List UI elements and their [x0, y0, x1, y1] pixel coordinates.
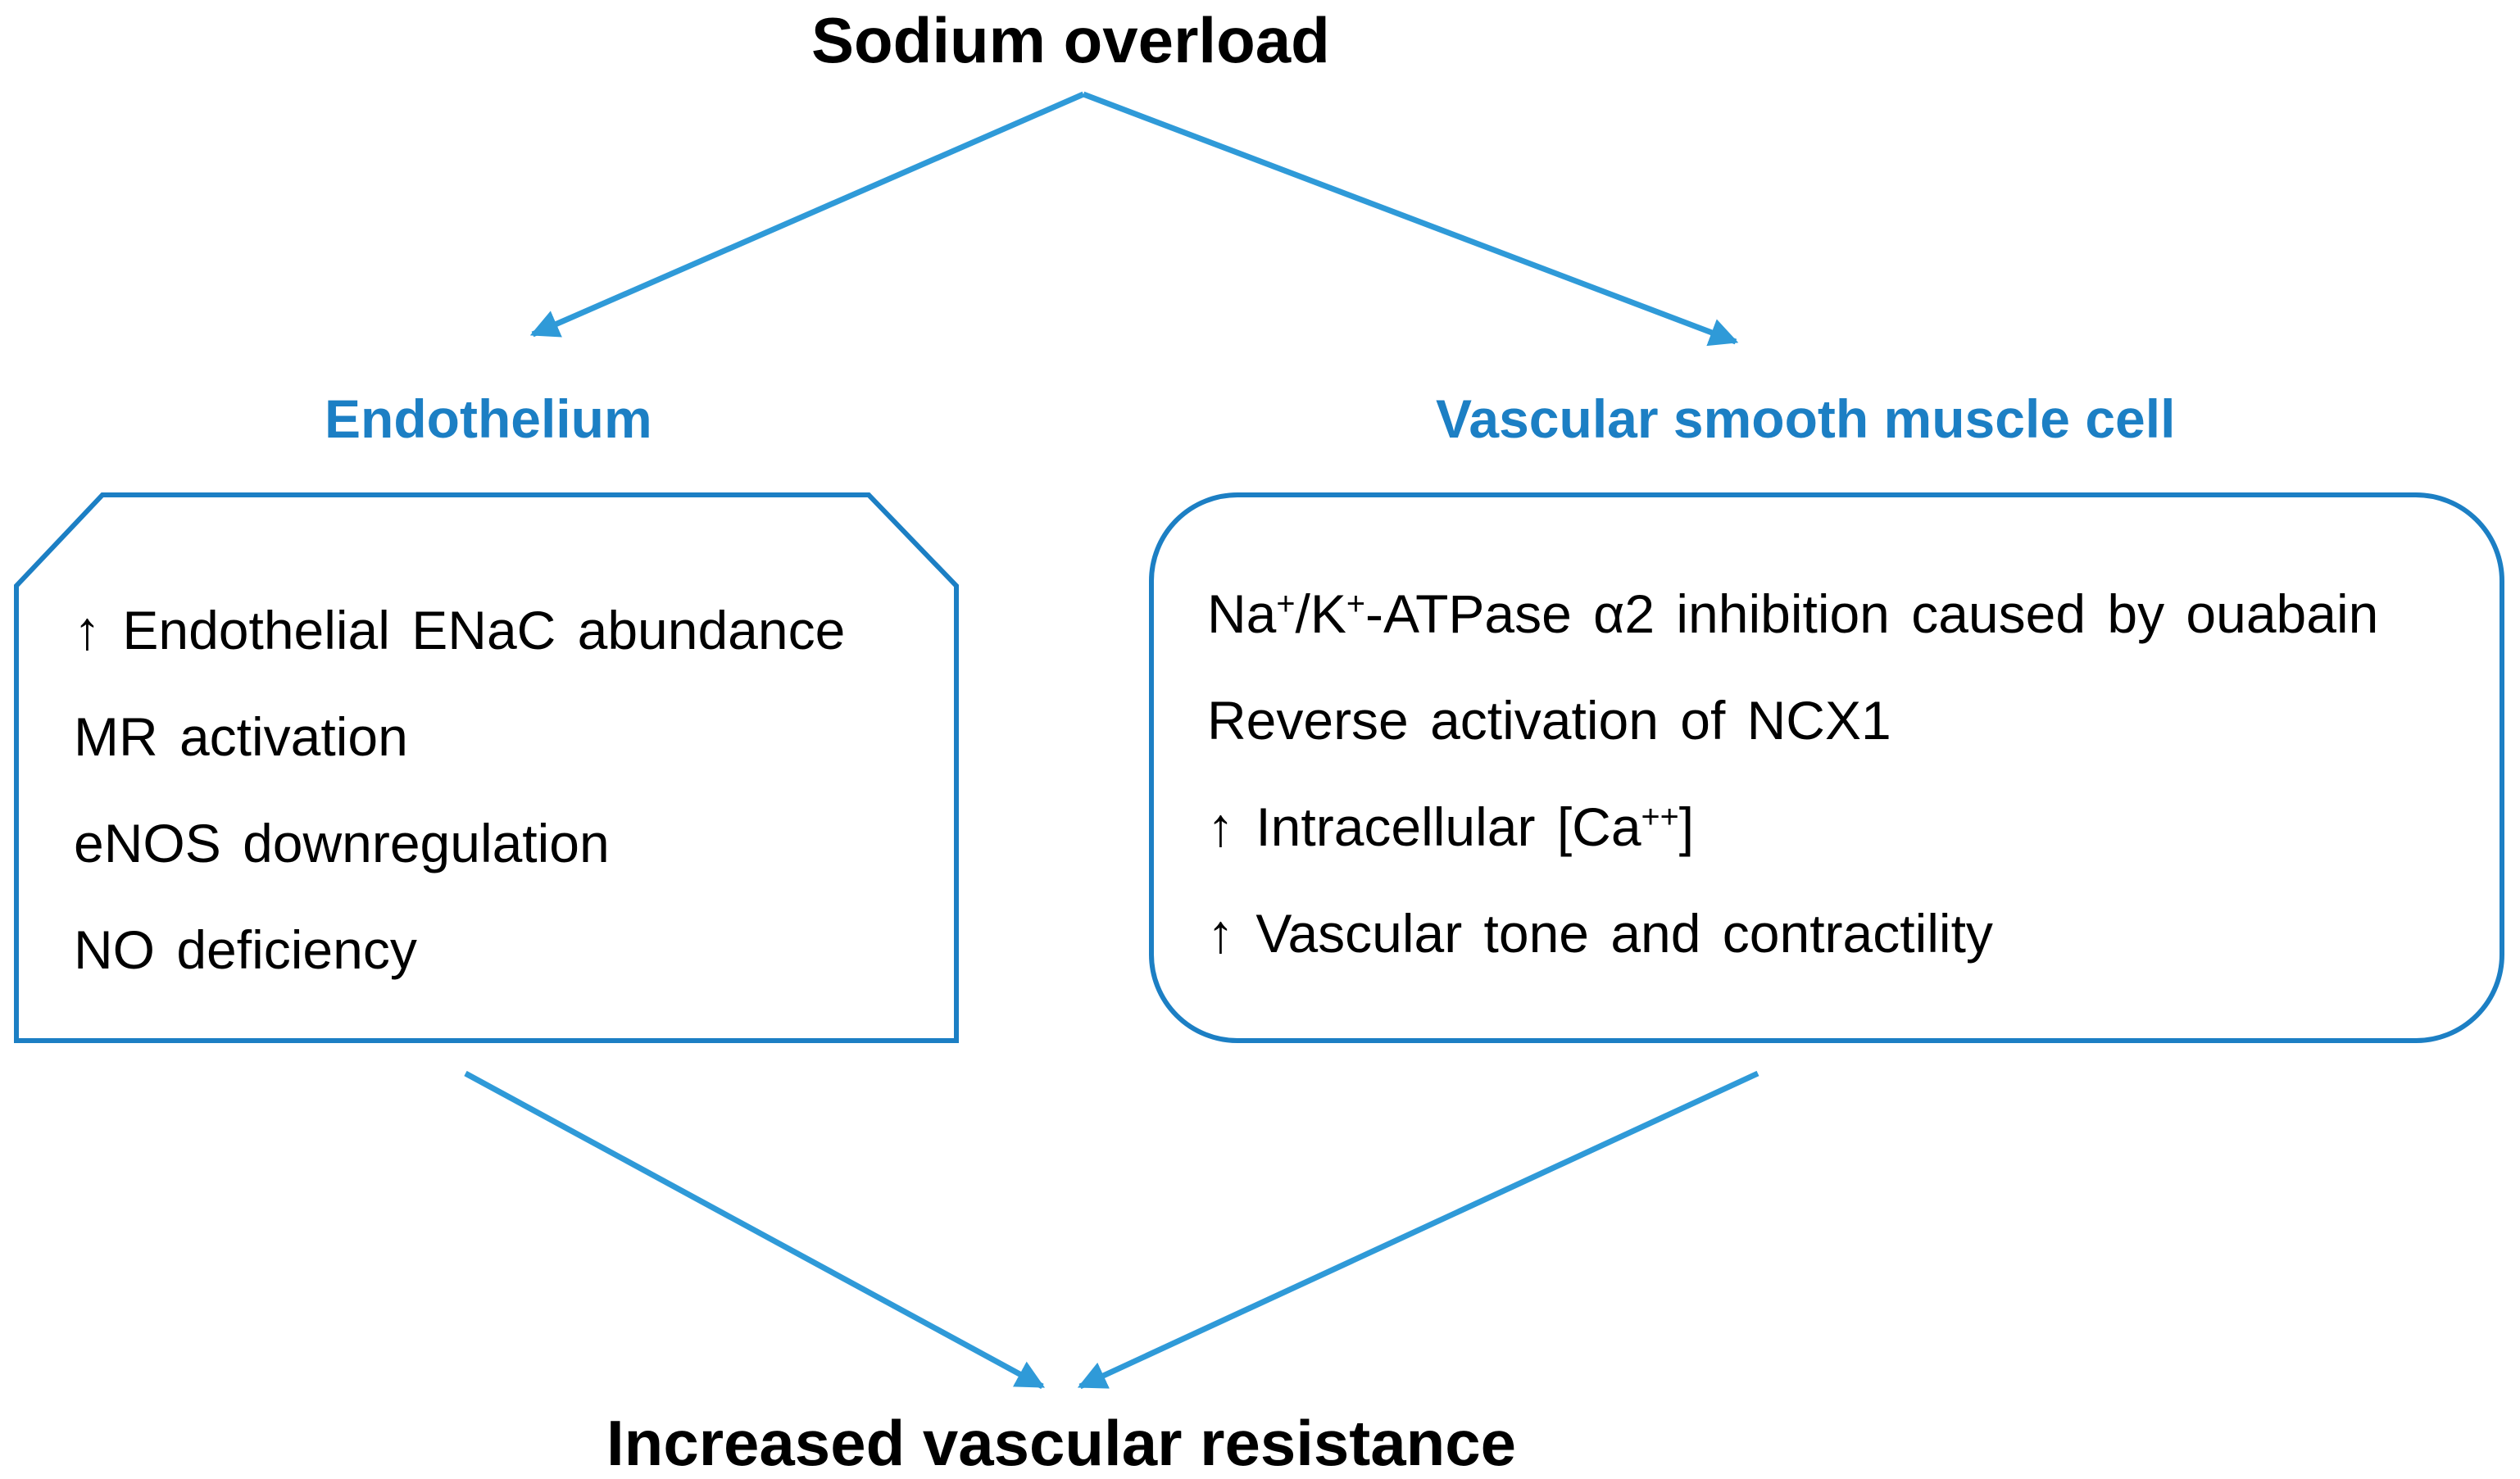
heading-endothelium: Endothelium [325, 388, 652, 449]
k-text: /K [1295, 583, 1346, 644]
title-increased-vascular-resistance: Increased vascular resistance [606, 1407, 1517, 1479]
heading-vsmc: Vascular smooth muscle cell [1436, 388, 2176, 449]
arrow-to-vsmc [1082, 91, 1739, 347]
title-sodium-overload: Sodium overload [811, 4, 1330, 76]
vsmc-item-calcium: ↑ Intracellular [Ca++] [1207, 800, 1694, 854]
endothelium-item-mr: MR activation [74, 706, 408, 767]
arrow-vsmc-to-outcome [1077, 1070, 1759, 1390]
arrow-endothelium-to-outcome [464, 1070, 1046, 1390]
endothelium-item-no: NO deficiency [74, 919, 417, 980]
atpase-text: -ATPase α2 inhibition caused by ouabain [1364, 583, 2379, 644]
calcium-prefix: ↑ Intracellular [Ca [1207, 796, 1641, 857]
vsmc-item-ncx1: Reverse activation of NCX1 [1207, 690, 1891, 751]
calcium-suffix: ] [1678, 796, 1695, 857]
vsmc-item-tone: ↑ Vascular tone and contractility [1207, 903, 1993, 964]
arrow-to-endothelium [529, 91, 1085, 338]
endothelium-box [14, 492, 959, 1043]
k-charge: + [1346, 586, 1365, 623]
na-charge: + [1276, 586, 1296, 623]
endothelium-item-enos: eNOS downregulation [74, 813, 610, 873]
na-text: Na [1207, 583, 1277, 644]
calcium-charge: ++ [1641, 799, 1679, 836]
endothelium-item-enac: ↑ Endothelial ENaC abundance [74, 600, 846, 660]
vsmc-box [1149, 492, 2504, 1043]
vsmc-item-na-k-atpase: Na+/K+-ATPase α2 inhibition caused by ou… [1207, 587, 2378, 641]
